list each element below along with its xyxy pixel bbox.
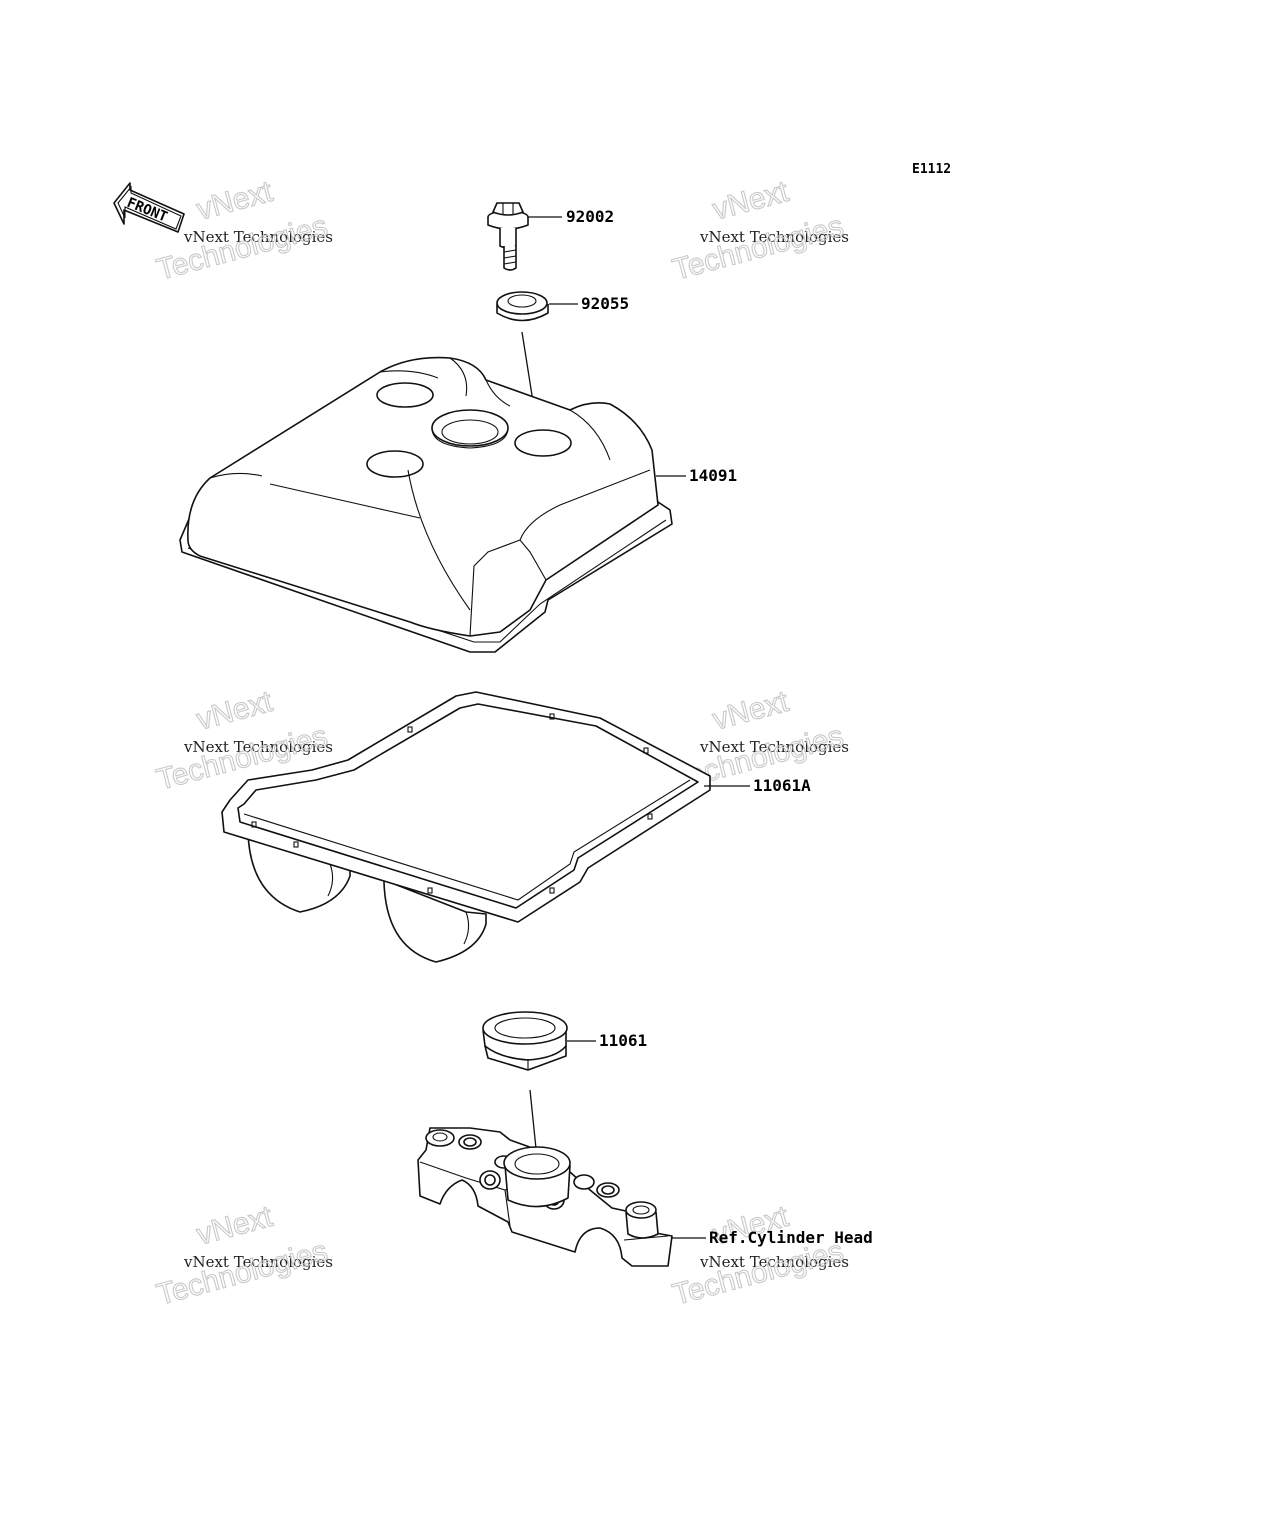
svg-text:Technologies: Technologies [153, 1235, 331, 1312]
svg-text:vNext Technologies: vNext Technologies [699, 1253, 849, 1271]
cover-gasket-part[interactable] [221, 691, 711, 963]
part-label-11061: 11061 [599, 1031, 647, 1050]
svg-text:vNext Technologies: vNext Technologies [183, 1253, 333, 1271]
svg-text:vNext: vNext [193, 685, 276, 737]
cylinder-head-reference[interactable] [417, 1127, 673, 1267]
cylinder-head-cover-part[interactable] [179, 356, 673, 653]
svg-text:vNext: vNext [709, 685, 792, 737]
svg-text:vNext Technologies: vNext Technologies [183, 738, 333, 756]
svg-text:vNext Technologies: vNext Technologies [699, 228, 849, 246]
front-arrow-icon: FRONT [113, 182, 185, 233]
diagram-code: E1112 [912, 162, 951, 177]
part-label-ref-cylinder-head: Ref.Cylinder Head [709, 1228, 873, 1247]
svg-text:Technologies: Technologies [669, 210, 847, 287]
part-label-11061A: 11061A [753, 776, 811, 795]
svg-text:vNext: vNext [193, 1200, 276, 1252]
part-label-92002: 92002 [566, 207, 614, 226]
grommet-part[interactable] [496, 291, 549, 322]
plug-hole-gasket-part[interactable] [482, 1011, 568, 1071]
svg-text:vNext Technologies: vNext Technologies [699, 738, 849, 756]
part-label-14091: 14091 [689, 466, 737, 485]
part-label-92055: 92055 [581, 294, 629, 313]
bolt-part[interactable] [487, 202, 529, 271]
svg-text:vNext: vNext [709, 175, 792, 227]
svg-text:vNext: vNext [193, 175, 276, 227]
svg-text:vNext Technologies: vNext Technologies [183, 228, 333, 246]
